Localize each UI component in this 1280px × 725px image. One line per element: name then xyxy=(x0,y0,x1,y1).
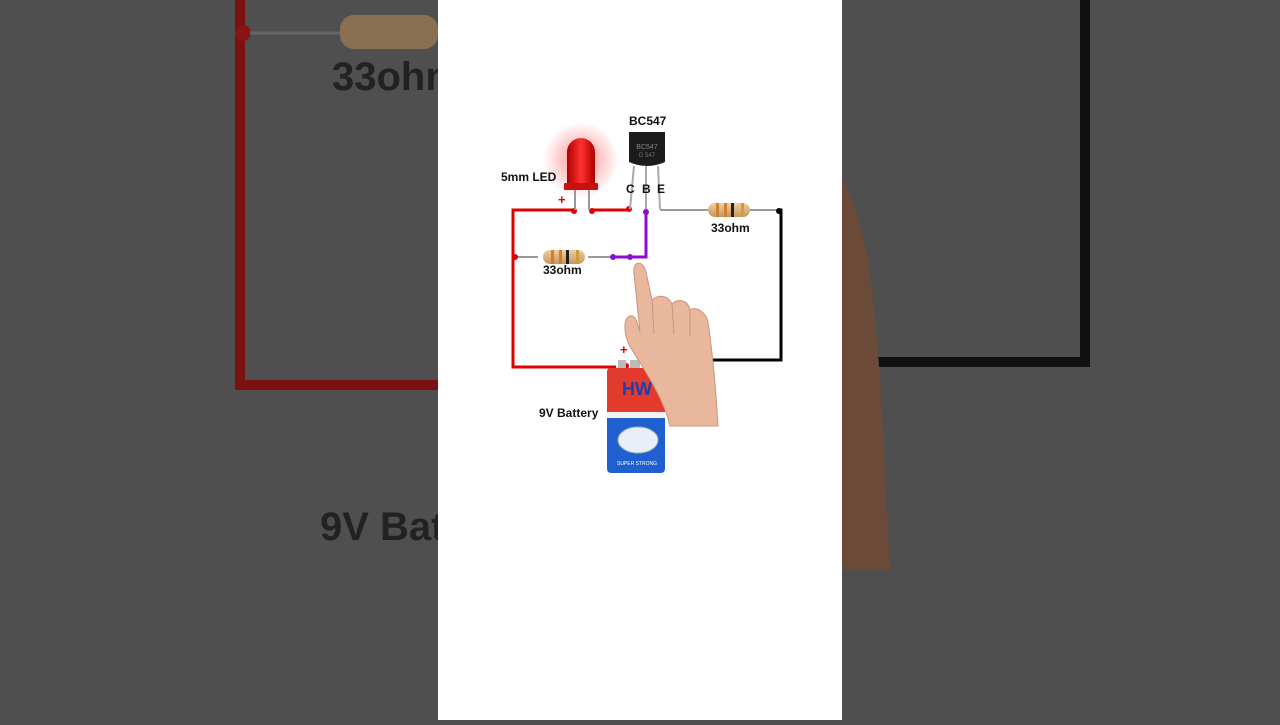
pin-c-label: C xyxy=(626,182,635,196)
positive-wire xyxy=(511,208,616,369)
transistor-marking-top: BC547 xyxy=(636,144,658,151)
led-component xyxy=(543,122,619,210)
led-label: 5mm LED xyxy=(501,170,557,184)
right-resistor xyxy=(708,203,750,217)
pin-b-label: B xyxy=(642,182,651,196)
battery-plus-sign: + xyxy=(620,342,628,357)
background-battery-label: 9V Bat xyxy=(320,505,445,549)
battery-label: 9V Battery xyxy=(539,406,599,420)
right-resistor-label: 33ohm xyxy=(711,221,750,235)
transistor-label: BC547 xyxy=(629,114,667,128)
pointing-hand xyxy=(624,262,719,427)
transistor-component: BC547 D 547 xyxy=(629,132,665,210)
base-wire xyxy=(613,212,648,259)
led-plus-sign: + xyxy=(558,192,566,207)
left-resistor-label: 33ohm xyxy=(543,263,582,277)
left-resistor xyxy=(543,250,585,264)
circuit-diagram: BC547 D 547 HW SUPER S xyxy=(511,122,783,473)
battery-brand-text: HW xyxy=(622,379,652,399)
battery-sub-text: SUPER STRONG xyxy=(617,461,657,467)
transistor-marking-bottom: D 547 xyxy=(639,153,656,159)
video-frame: BC547 D 547 HW SUPER S xyxy=(438,0,842,720)
pin-e-label: E xyxy=(657,182,666,196)
